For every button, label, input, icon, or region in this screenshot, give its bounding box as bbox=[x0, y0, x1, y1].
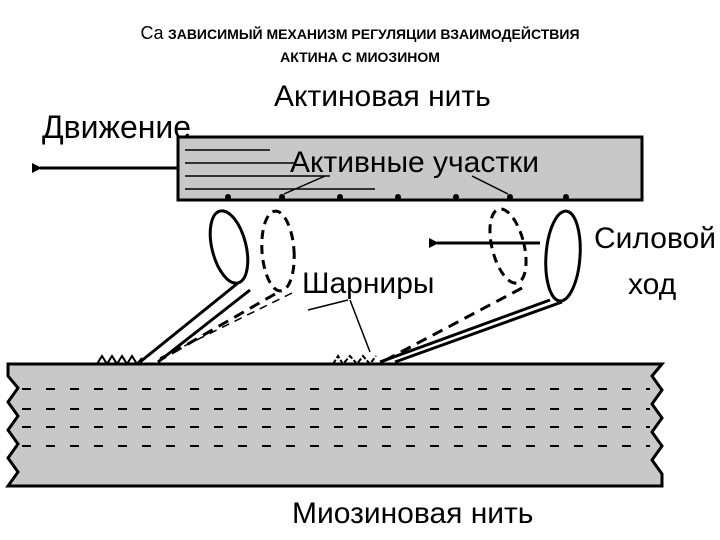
active-site-dot bbox=[279, 194, 285, 200]
active-site-dot bbox=[507, 194, 513, 200]
movement-label: Движение bbox=[42, 109, 191, 145]
myosin-arm-after bbox=[159, 292, 293, 359]
myosin-head bbox=[208, 209, 250, 285]
left-cross-bridge-solid bbox=[139, 209, 251, 364]
myosin-filament-label: Миозиновая нить bbox=[292, 497, 533, 530]
myosin-arm bbox=[139, 281, 239, 364]
right-cross-bridge-solid bbox=[379, 209, 582, 364]
title-prefix: Ca bbox=[140, 23, 164, 43]
myosin-filament bbox=[5, 362, 666, 488]
active-sites bbox=[225, 194, 569, 200]
title-line-2: АКТИНА С МИОЗИНОМ bbox=[280, 49, 440, 65]
active-site-dot bbox=[395, 194, 401, 200]
myosin-arm bbox=[157, 288, 251, 364]
active-site-dot bbox=[563, 194, 569, 200]
myosin-head-after bbox=[260, 209, 296, 293]
left-cross-bridge-dashed bbox=[159, 209, 296, 362]
hinges-label: Шарниры bbox=[302, 267, 434, 300]
actin-filament bbox=[176, 135, 644, 202]
active-sites-pointer bbox=[283, 175, 326, 195]
hinges-pointer bbox=[307, 299, 349, 311]
power-stroke-label-line-2: ход bbox=[628, 268, 676, 301]
myosin-head-before bbox=[488, 207, 528, 285]
actin-filament-label: Актиновая нить bbox=[274, 80, 491, 113]
hinges-pointer bbox=[349, 299, 371, 353]
myosin-filament-body bbox=[5, 362, 666, 488]
myosin-arm-after bbox=[159, 292, 276, 362]
left-anchor-zigzag bbox=[96, 354, 143, 366]
active-site-dot bbox=[337, 194, 343, 200]
myosin-arm bbox=[394, 300, 563, 364]
power-stroke-label-line-1: Силовой bbox=[594, 222, 716, 255]
active-sites-pointer bbox=[471, 175, 509, 195]
myosin-arm bbox=[379, 298, 551, 364]
active-site-dot bbox=[225, 194, 231, 200]
myosin-head bbox=[544, 209, 582, 303]
active-site-dot bbox=[453, 194, 459, 200]
slide-title: Ca ЗАВИСИМЫЙ МЕХАНИЗМ РЕГУЛЯЦИИ ВЗАИМОДЕ… bbox=[0, 22, 720, 68]
title-line-1: ЗАВИСИМЫЙ МЕХАНИЗМ РЕГУЛЯЦИИ ВЗАИМОДЕЙСТ… bbox=[167, 26, 580, 42]
myosin-arm-before bbox=[381, 286, 523, 364]
active-sites-label: Активные участки bbox=[290, 146, 539, 179]
